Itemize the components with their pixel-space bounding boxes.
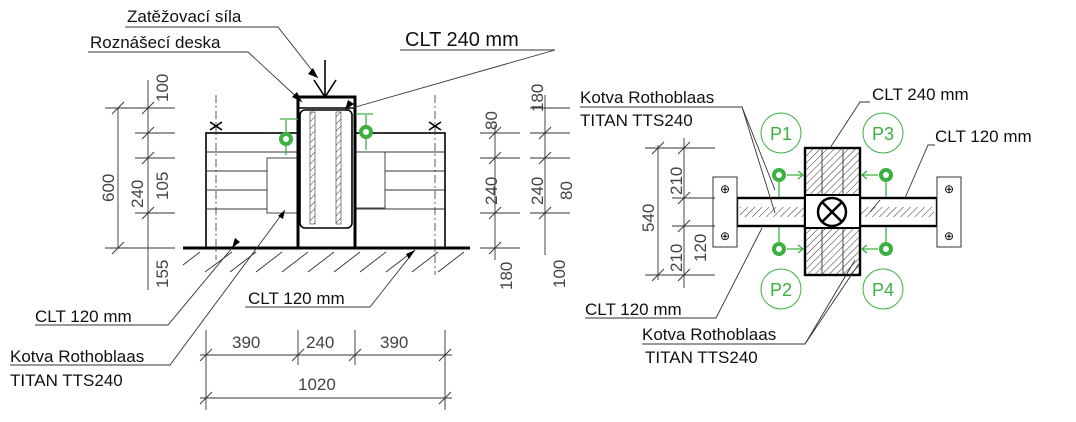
anchor-label: Kotva Rothoblaas xyxy=(580,88,714,107)
center-column-clt240 xyxy=(296,95,357,250)
plate-label: Roznášecí deska xyxy=(90,33,221,52)
ground-hatch xyxy=(182,251,465,273)
leader-lines xyxy=(580,101,935,345)
displacement-sensor-icon xyxy=(356,113,373,150)
sensors xyxy=(772,168,893,256)
point-marker-p4: P4 xyxy=(862,268,904,310)
dim-240: 240 xyxy=(482,177,501,205)
point-marker-p1: P1 xyxy=(760,112,802,154)
sensor-icon xyxy=(772,227,805,256)
load-label: Zatěžovací síla xyxy=(127,7,242,26)
dim-80: 80 xyxy=(482,111,501,130)
dim-wall: 240 xyxy=(128,180,147,208)
bolt-icon: ⊕ xyxy=(720,229,730,243)
anchor-label: Kotva Rothoblaas xyxy=(642,325,776,344)
anchor-label: TITAN TTS240 xyxy=(645,348,758,367)
anchor-label: Kotva Rothoblaas xyxy=(10,347,144,366)
dim-width-right: 390 xyxy=(380,333,408,352)
dim-bottom: 210 xyxy=(667,244,686,272)
horizontal-dimension-lines xyxy=(199,330,452,410)
dim-inner: 105 xyxy=(153,172,172,200)
dim-240: 240 xyxy=(528,177,547,205)
clt120-label: CLT 120 mm xyxy=(35,307,132,326)
dim-bottom: 155 xyxy=(153,260,172,288)
svg-text:P1: P1 xyxy=(770,124,792,144)
svg-text:P4: P4 xyxy=(872,280,894,300)
left-wall-clt120 xyxy=(205,95,299,260)
dim-wall: 120 xyxy=(691,234,710,262)
point-marker-p2: P2 xyxy=(760,268,802,310)
point-marker-p3: P3 xyxy=(862,112,904,154)
dim-width-left: 390 xyxy=(232,333,260,352)
end-plate: ⊕ ⊕ xyxy=(712,176,738,248)
dim-width-total: 1020 xyxy=(298,375,336,394)
dim-180: 180 xyxy=(497,262,516,290)
clt120-label: CLT 120 mm xyxy=(585,300,682,319)
displacement-sensor-icon xyxy=(279,118,298,155)
side-dimension-chain: 80 240 180 180 240 80 100 xyxy=(480,84,576,290)
left-elevation-view: Zatěžovací síla Roznášecí deska CLT 240 … xyxy=(10,7,556,410)
dim-top: 100 xyxy=(153,74,172,102)
dim-total: 540 xyxy=(639,204,658,232)
svg-text:P3: P3 xyxy=(872,124,894,144)
sensor-icon xyxy=(860,227,893,256)
clt240-label: CLT 240 mm xyxy=(872,85,969,104)
clt240-label: CLT 240 mm xyxy=(405,29,519,51)
dim-top: 210 xyxy=(667,167,686,195)
leader-arrowheads xyxy=(232,68,415,259)
clt120-label: CLT 120 mm xyxy=(935,127,1032,146)
anchor-label: TITAN TTS240 xyxy=(10,371,123,390)
dim-total-height: 600 xyxy=(99,174,118,202)
right-plan-view: ⊕ ⊕ ⊕ ⊕ P1 P2 P3 P4 xyxy=(580,85,1032,367)
sensor-icon xyxy=(860,168,893,197)
anchor-label: TITAN TTS240 xyxy=(580,111,693,130)
load-arrow-icon xyxy=(313,60,337,99)
dimension-lines xyxy=(645,138,715,288)
right-wall-clt120 xyxy=(354,95,446,275)
center-column-clt240 xyxy=(803,146,862,277)
sensor-icon xyxy=(772,168,805,197)
vertical-dimension-lines xyxy=(105,80,175,290)
bolt-icon: ⊕ xyxy=(944,182,954,196)
bolt-icon: ⊕ xyxy=(944,229,954,243)
clt120-label: CLT 120 mm xyxy=(248,289,345,308)
leader-lines xyxy=(10,26,556,366)
svg-text:P2: P2 xyxy=(770,280,792,300)
dim-80: 80 xyxy=(557,181,576,200)
dim-width-mid: 240 xyxy=(306,333,334,352)
bolt-icon: ⊕ xyxy=(720,182,730,196)
dim-100: 100 xyxy=(550,260,569,288)
dim-180: 180 xyxy=(528,84,547,112)
end-plate: ⊕ ⊕ xyxy=(936,176,962,248)
